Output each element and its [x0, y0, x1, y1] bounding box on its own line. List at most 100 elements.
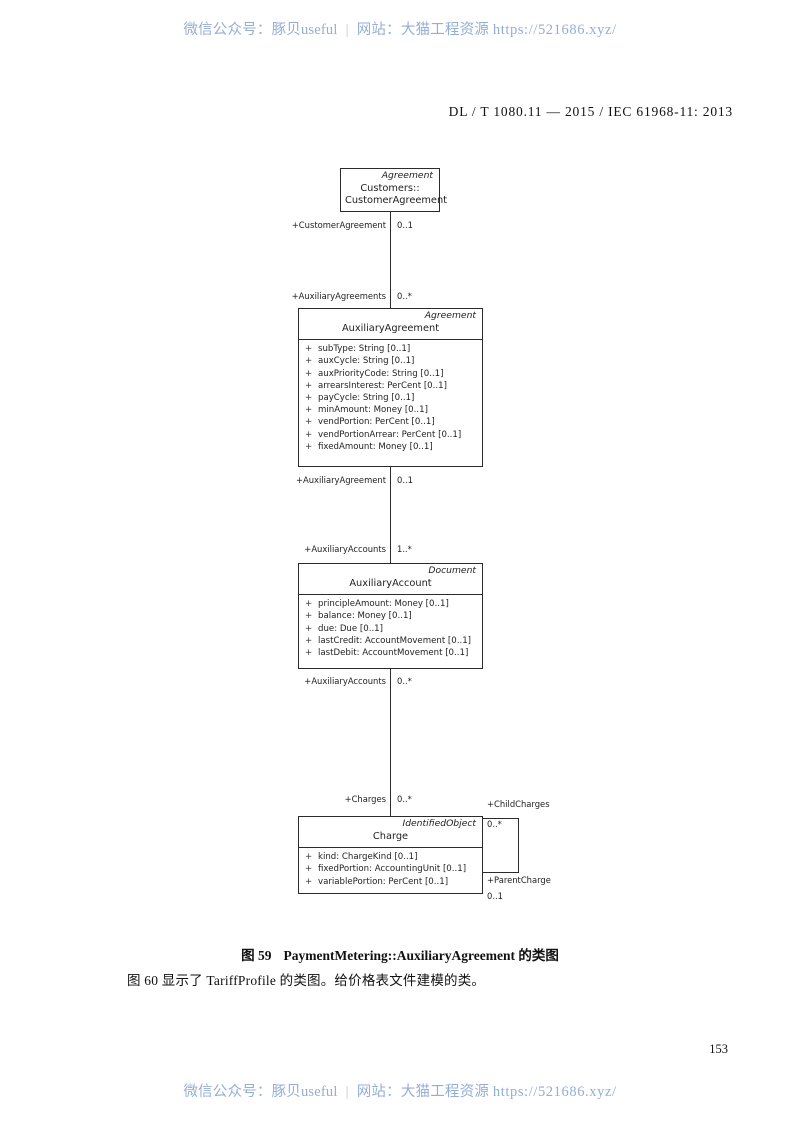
attribute-row: + auxCycle: String [0..1]: [305, 355, 478, 367]
stereotype-auxiliary-account: Document: [428, 565, 476, 576]
visibility-marker: +: [305, 611, 313, 622]
compartment-divider: [299, 339, 482, 341]
visibility-marker: +: [305, 635, 313, 646]
attribute-row: + lastCredit: AccountMovement [0..1]: [305, 635, 478, 647]
role-child-charges: +ChildCharges: [487, 799, 550, 809]
attribute-text: principleAmount: Money [0..1]: [318, 599, 449, 610]
watermark-footer: 微信公众号：豚贝useful | 网站：大猫工程资源 https://521686.…: [0, 1080, 800, 1101]
watermark-url: https://521686.xyz/: [492, 22, 617, 38]
visibility-marker: +: [305, 344, 313, 355]
multiplicity-auxiliary-agreement: 0..1: [397, 475, 413, 485]
attribute-row: + fixedAmount: Money [0..1]: [305, 441, 478, 453]
attribute-text: fixedPortion: AccountingUnit [0..1]: [318, 864, 467, 875]
multiplicity-charges: 0..*: [397, 794, 412, 804]
attribute-row: + balance: Money [0..1]: [305, 610, 478, 622]
watermark-site-value: 大猫工程资源: [400, 22, 490, 38]
class-box-auxiliary-account[interactable]: Document AuxiliaryAccount + principleAmou…: [298, 563, 483, 669]
connector-customeragreement-auxiliaryagreement: [390, 212, 391, 308]
attribute-row: + fixedPortion: AccountingUnit [0..1]: [305, 863, 478, 875]
class-box-customer-agreement[interactable]: Agreement Customers:: CustomerAgreement: [340, 168, 447, 212]
watermark-url: https://521686.xyz/: [492, 1084, 617, 1100]
visibility-marker: +: [305, 647, 313, 658]
watermark-wechat-value: 豚贝useful: [271, 22, 338, 38]
attribute-row: +minAmount: Money [0..1]: [305, 404, 478, 416]
attribute-text: auxCycle: String [0..1]: [318, 356, 415, 367]
attribute-row: + lastDebit: AccountMovement [0..1]: [305, 647, 478, 659]
role-customer-agreement: +CustomerAgreement: [291, 220, 386, 230]
class-name-auxiliary-account: AuxiliaryAccount: [349, 577, 432, 589]
attribute-text: kind: ChargeKind [0..1]: [318, 852, 418, 863]
watermark-site-value: 大猫工程资源: [400, 1084, 490, 1100]
visibility-marker: +: [305, 876, 313, 887]
attribute-list-auxiliary-agreement: +subType: String [0..1] +auxCycle: Strin…: [299, 340, 482, 457]
watermark-site-label: 网站：: [356, 22, 401, 38]
stereotype-charge: IdentifiedObject: [402, 818, 476, 829]
role-auxiliary-accounts: +AuxiliaryAccounts: [304, 544, 386, 554]
compartment-divider: [299, 594, 482, 596]
attribute-text: vendPortion: PerCent [0..1]: [318, 417, 435, 428]
visibility-marker: +: [305, 405, 313, 416]
attribute-text: balance: Money [0..1]: [318, 611, 412, 622]
visibility-marker: +: [305, 392, 313, 403]
attribute-row: + variablePortion: PerCent [0..1]: [305, 876, 478, 888]
attribute-row: + auxPriorityCode: String [0..1]: [305, 368, 478, 380]
compartment-divider: [299, 847, 482, 849]
attribute-row: + principleAmount: Money [0..1]: [305, 598, 478, 610]
standard-header: DL / T 1080.11 — 2015 / IEC 61968-11: 20…: [448, 104, 733, 119]
watermark-separator: |: [345, 1084, 349, 1100]
attribute-row: + kind: ChargeKind [0..1]: [305, 851, 478, 863]
multiplicity-auxiliary-accounts-2: 0..*: [397, 676, 412, 686]
attribute-row: +due: Due [0..1]: [305, 623, 478, 635]
attribute-row: + payCycle: String [0..1]: [305, 392, 478, 404]
attribute-text: auxPriorityCode: String [0..1]: [318, 368, 444, 379]
body-paragraph: 图 60 显示了 TariffProfile 的类图。给价格表文件建模的类。: [127, 973, 486, 988]
connector-auxiliaryagreement-auxiliaryaccount: [390, 467, 391, 563]
watermark-wechat-label: 微信公众号：: [183, 1084, 272, 1100]
figure-title: PaymentMetering::AuxiliaryAgreement 的类图: [283, 948, 559, 963]
class-box-auxiliary-agreement[interactable]: Agreement AuxiliaryAgreement +subType: S…: [298, 308, 483, 467]
visibility-marker: +: [305, 852, 313, 863]
attribute-list-auxiliary-account: + principleAmount: Money [0..1] + balance:…: [299, 595, 482, 663]
watermark-header: 微信公众号：豚贝useful | 网站：大猫工程资源 https://521686.…: [0, 18, 800, 39]
figure-number: 图 59: [241, 948, 272, 963]
attribute-text: vendPortionArrear: PerCent [0..1]: [318, 429, 462, 440]
class-name-auxiliary-agreement: AuxiliaryAgreement: [341, 322, 440, 334]
visibility-marker: +: [305, 623, 313, 634]
connector-charge-self-right: [518, 818, 519, 873]
visibility-marker: +: [305, 441, 313, 452]
connector-auxiliaryaccount-charge: [390, 669, 391, 816]
attribute-text: payCycle: String [0..1]: [318, 392, 415, 403]
attribute-row: + vendPortion: PerCent [0..1]: [305, 416, 478, 428]
visibility-marker: +: [305, 356, 313, 367]
multiplicity-auxiliary-agreements: 0..*: [397, 291, 412, 301]
attribute-text: fixedAmount: Money [0..1]: [318, 441, 433, 452]
class-name-customer-agreement: Customers:: CustomerAgreement: [341, 182, 447, 212]
visibility-marker: +: [305, 368, 313, 379]
figure-caption: 图 59 PaymentMetering::AuxiliaryAgreement …: [0, 944, 800, 964]
visibility-marker: +: [305, 864, 313, 875]
visibility-marker: +: [305, 417, 313, 428]
stereotype-auxiliary-agreement: Agreement: [424, 310, 476, 321]
role-auxiliary-accounts-2: +AuxiliaryAccounts: [304, 676, 386, 686]
multiplicity-customer-agreement: 0..1: [397, 220, 413, 230]
role-auxiliary-agreements: +AuxiliaryAgreements: [291, 291, 386, 301]
visibility-marker: +: [305, 380, 313, 391]
class-name-line2: CustomerAgreement: [345, 195, 447, 207]
watermark-wechat-value: 豚贝useful: [271, 1084, 338, 1100]
role-auxiliary-agreement: +AuxiliaryAgreement: [295, 475, 386, 485]
attribute-row: + arrearsInterest: PerCent [0..1]: [305, 380, 478, 392]
attribute-text: variablePortion: PerCent [0..1]: [318, 876, 449, 887]
stereotype-customer-agreement: Agreement: [381, 170, 433, 181]
watermark-separator: |: [345, 22, 349, 38]
watermark-site-label: 网站：: [356, 1084, 401, 1100]
class-name-charge: Charge: [372, 830, 409, 842]
attribute-text: arrearsInterest: PerCent [0..1]: [318, 380, 447, 391]
attribute-text: lastDebit: AccountMovement [0..1]: [318, 647, 469, 658]
attribute-text: lastCredit: AccountMovement [0..1]: [318, 635, 472, 646]
connector-charge-self-bottom: [483, 872, 519, 873]
class-box-charge[interactable]: IdentifiedObject Charge + kind: ChargeKin…: [298, 816, 483, 894]
visibility-marker: +: [305, 599, 313, 610]
multiplicity-parent-charge: 0..1: [487, 891, 503, 901]
watermark-wechat-label: 微信公众号：: [183, 22, 272, 38]
